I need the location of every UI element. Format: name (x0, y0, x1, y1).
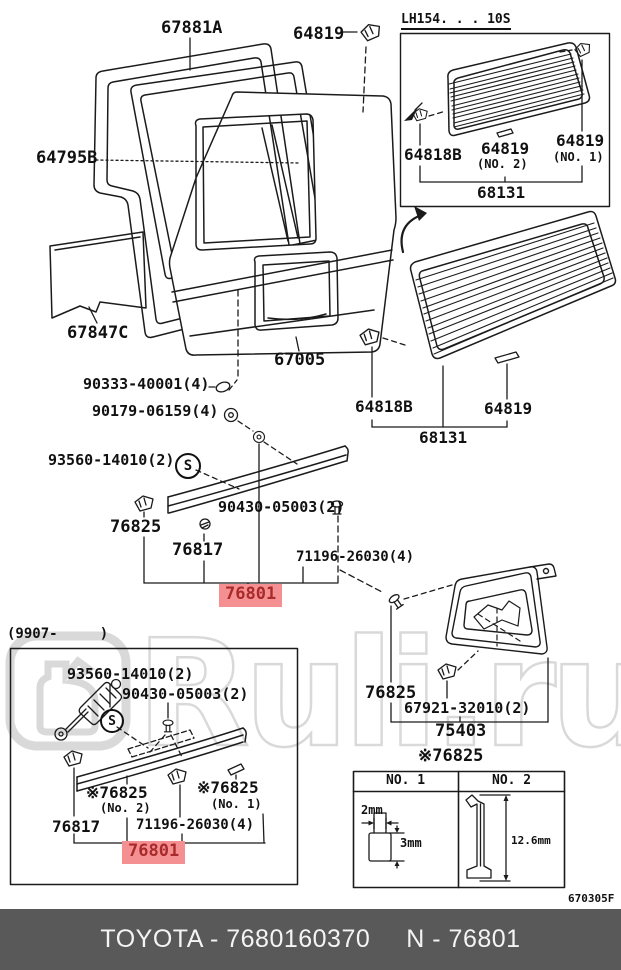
part-label-76817-inset: 76817 (52, 817, 101, 836)
diagram-code: 670305F (568, 892, 615, 905)
part-label-90179: 90179-06159(4) (92, 402, 219, 420)
footer-bar: TOYOTA - 7680160370 N - 76801 (0, 909, 621, 970)
part-label-64819-glass: 64819 (484, 399, 533, 418)
table-header-no1: NO. 1 (386, 773, 426, 788)
s-marker-inset: S (100, 709, 124, 733)
part-label-64819-top: 64819 (293, 24, 345, 44)
open-direction-arrow (400, 206, 427, 254)
part-label-76801-highlighted-inset[interactable]: 76801 (122, 841, 186, 864)
part-label-76817-main: 76817 (172, 540, 224, 560)
service-cover-drawing (49, 231, 147, 319)
spoiler-assembly-main (134, 379, 385, 594)
diagram-line-art: Ruli.ru (5, 22, 621, 889)
footer-catalog-part-number: N - 76801 (406, 925, 521, 953)
part-label-67921: 67921-32010(2) (404, 699, 531, 717)
part-label-90333: 90333-40001(4) (83, 375, 210, 393)
part-label-64819-no2: 64819 (481, 139, 530, 158)
part-label-68131-inset: 68131 (477, 183, 526, 202)
footer-brand-part-number: TOYOTA - 7680160370 (100, 925, 371, 953)
part-label-76825-main: 76825 (110, 517, 162, 537)
part-label-67881a: 67881A (161, 18, 223, 38)
part-label-64795b: 64795B (36, 148, 98, 168)
part-label-76801-highlighted[interactable]: 76801 (219, 584, 283, 607)
part-label-67847c: 67847C (67, 323, 129, 343)
part-label-64819-no1: 64819 (556, 131, 605, 150)
dim-label-3mm: 3mm (400, 836, 422, 850)
defogger-lines (415, 222, 614, 355)
back-door-panel-drawing (168, 91, 397, 356)
part-label-93560: 93560-14010(2) (48, 451, 175, 469)
spoiler-strip-drawing-2 (76, 727, 247, 792)
part-label-76825-no1-sub: (No. 1) (211, 797, 262, 811)
part-label-64819-no2-sub: (NO. 2) (477, 157, 528, 171)
part-label-64818b-inset: 64818B (404, 145, 462, 164)
inset-top-box (399, 32, 611, 208)
s-marker-main: S (175, 453, 201, 479)
date-range-label: (9907- ) (7, 626, 109, 642)
part-label-76825-no1: ※76825 (197, 778, 259, 797)
part-label-64818b-glass: 64818B (355, 397, 413, 416)
part-label-68131-glass: 68131 (419, 428, 468, 447)
part-label-90430: 90430-05003(2) (218, 498, 345, 516)
part-label-76825-ref: ※76825 (418, 746, 484, 766)
table-header-no2: NO. 2 (492, 773, 532, 788)
part-label-76825-right: 76825 (365, 683, 417, 703)
part-label-71196-inset: 71196-26030(4) (136, 817, 255, 833)
dim-label-2mm: 2mm (361, 803, 383, 817)
license-garnish-drawing (387, 563, 557, 723)
part-label-93560-inset: 93560-14010(2) (67, 665, 194, 683)
clip-no2-drawing (465, 794, 511, 882)
part-label-67005: 67005 (274, 350, 326, 370)
weatherstrip-drawing (93, 43, 308, 339)
part-label-76825-no2: ※76825 (86, 783, 148, 802)
size-table-drawing (352, 770, 566, 889)
leader-lines-top (88, 22, 423, 379)
dim-label-12-6mm: 12.6mm (511, 834, 551, 847)
part-label-75403: 75403 (435, 721, 487, 741)
part-label-76825-no2-sub: (No. 2) (100, 801, 151, 815)
part-label-71196-main: 71196-26030(4) (296, 549, 415, 565)
part-label-90430-inset: 90430-05003(2) (122, 685, 249, 703)
louver-lines (448, 53, 585, 128)
damper-stay-drawing (54, 678, 123, 741)
clip-no1-drawing (361, 812, 405, 869)
part-label-64819-no1-sub: (NO. 1) (553, 150, 604, 164)
rear-glass-drawing (359, 206, 617, 428)
inset-top-header: LH154. . . 10S (401, 12, 511, 31)
